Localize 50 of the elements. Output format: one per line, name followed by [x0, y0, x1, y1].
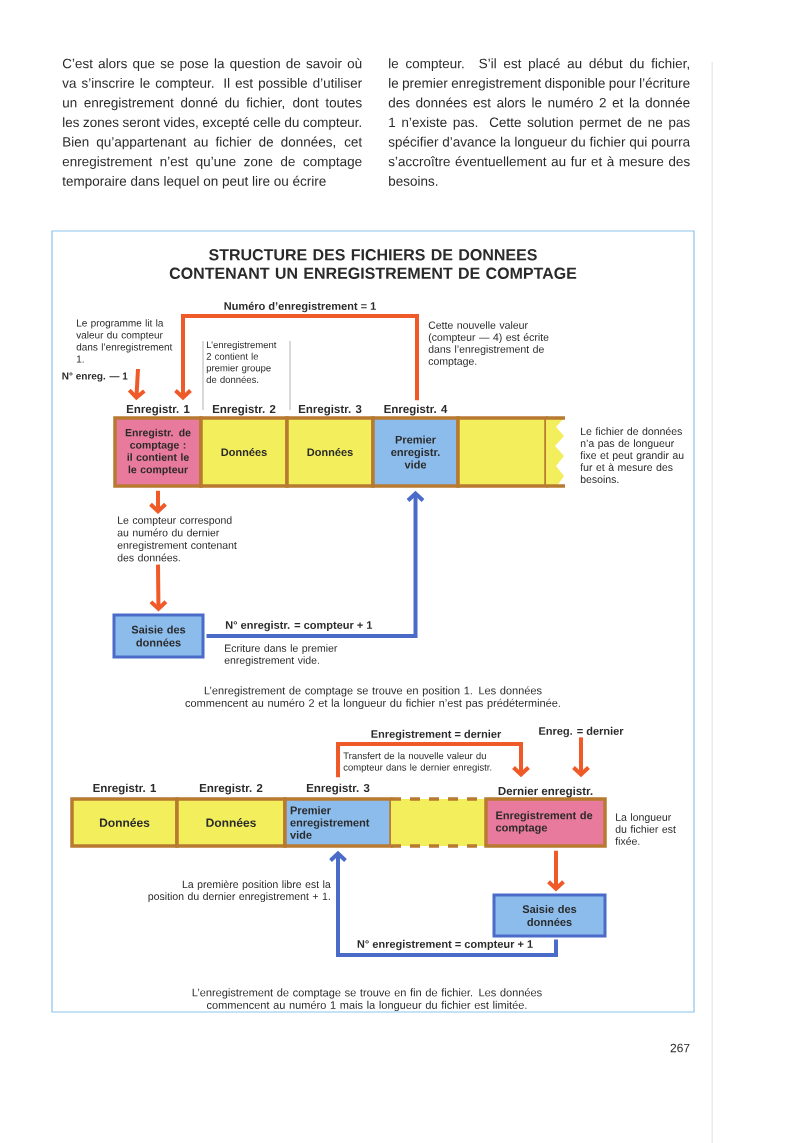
annotation-text: La longueur du fichier est fixée.: [615, 813, 676, 845]
input-box: Saisie des données: [112, 613, 205, 659]
record-cell: Premier enregistrement vide: [283, 797, 393, 848]
annotation-text: Transfert de la nouvelle valeur du compteur dans le dernier enregistr.: [343, 752, 492, 773]
record-header: Dernier enregistr.: [498, 786, 593, 798]
figure-caption: L’enregistrement de comptage se trouve en fin de fichier. Les données commencent au numéro 1 mais la longueur du fichier est limitée.: [192, 988, 542, 1012]
record-cell: [456, 416, 548, 488]
annotation-text: Le fichier de données n’a pas de longueur fixe et peut grandir au fur et à mesure des besoins.: [580, 427, 684, 484]
arrow: [149, 490, 167, 514]
diagram-title: STRUCTURE DES FICHIERS DE DONNEES CONTENANT UN ENREGISTREMENT DE COMPTAGE: [169, 249, 577, 279]
annotation-text: Cette nouvelle valeur (compteur — 4) est écrite dans l’enregistrement de comptage.: [428, 321, 549, 367]
annotation-text: L’enregistrement 2 contient le premier groupe de données.: [206, 341, 277, 383]
paragraph: le compteur. S’il est placé au début du fichier, le premier enregistrement disponible pour l’écriture des données est alors le numéro 2 et la donnée 1 n’existe pas. Cette solution permet de ne pas spécifier d’avance la longueur du fichier qui pourra s’accroître éventuellement au fur et à mesure des besoins.: [388, 58, 691, 186]
record-header: Enregistr. 3: [298, 404, 362, 416]
annotation-text: La première position libre est la position du dernier enregistrement + 1.: [148, 880, 331, 903]
arrow: [547, 850, 565, 892]
arrow: [329, 850, 558, 957]
edge-label: N° enregistrement = compteur + 1: [355, 938, 535, 952]
annotation-text: Le compteur correspond au numéro du dernier enregistrement contenant des données.: [117, 516, 237, 562]
record-header: Enregistr. 4: [384, 404, 448, 416]
arrow: [127, 368, 146, 401]
record-cell: Enregistrement de comptage: [484, 797, 607, 848]
record-cell: Données: [285, 416, 375, 488]
record-cell: Données: [199, 416, 289, 488]
figure-caption: L’enregistrement de comptage se trouve en position 1. Les données commencent au numéro 2 et la longueur du fichier n’est pas prédéterminée.: [185, 686, 560, 710]
record-header: Enregistr. 3: [306, 783, 370, 795]
record-header: Enregistr. 1: [126, 404, 190, 416]
annotation-text: Ecriture dans le premier enregistrement vide.: [224, 644, 338, 666]
input-box: Saisie des données: [492, 893, 607, 938]
record-header: Enregistr. 2: [199, 783, 263, 795]
edge-label: N° enregistr. = compteur + 1: [224, 619, 374, 633]
arrow: [149, 564, 168, 612]
record-cell: Données: [175, 797, 287, 848]
record-header: Enregistr. 2: [212, 404, 276, 416]
edge-label: Enregistrement = dernier: [369, 728, 503, 742]
record-cell: Premier enregistr. vide: [371, 416, 460, 488]
edge-label: Numéro d’enregistrement = 1: [222, 300, 378, 314]
record-cell: Données: [70, 797, 179, 848]
annotation-text: Le programme lit la valeur du compteur dans l’enregistrement 1.: [76, 319, 173, 363]
record-cell: [391, 797, 486, 848]
annotation-text: Enreg. = dernier: [539, 726, 624, 738]
arrow: [572, 737, 590, 778]
arrow: [206, 490, 425, 638]
record-header: Enregistr. 1: [93, 783, 156, 795]
arrow: [174, 314, 419, 401]
page-number: 267: [670, 1043, 690, 1053]
annotation-text: N° enreg. — 1: [62, 372, 128, 382]
record-cell: Enregistr. de comptage : il contient le le compteur: [113, 416, 203, 488]
paragraph: C’est alors que se pose la question de savoir où va s’inscrire le compteur. Il est possible d’utiliser un enregistrement donné du fichier, dont toutes les zones seront vides, excepté celle du compteur. Bien qu’appartenant au fichier de données, cet enregistrement n’est qu’une zone de comptage temporaire dans lequel on peut lire ou écrire: [62, 58, 363, 189]
arrow: [336, 742, 530, 778]
